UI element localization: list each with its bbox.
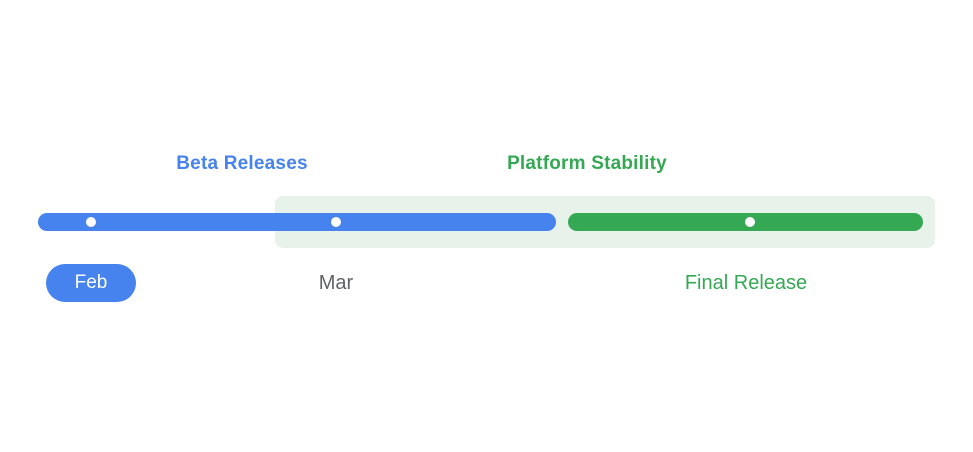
milestone-dot-icon: [745, 217, 755, 227]
beta-releases-heading: Beta Releases: [176, 153, 308, 174]
final-release-label: Final Release: [684, 272, 808, 294]
month-label-mar: Mar: [318, 272, 354, 294]
platform-stability-heading: Platform Stability: [507, 153, 667, 174]
milestone-dot-icon: [86, 217, 96, 227]
beta-releases-bar: [38, 213, 556, 231]
month-badge-feb: Feb: [46, 264, 136, 302]
milestone-dot-icon: [331, 217, 341, 227]
